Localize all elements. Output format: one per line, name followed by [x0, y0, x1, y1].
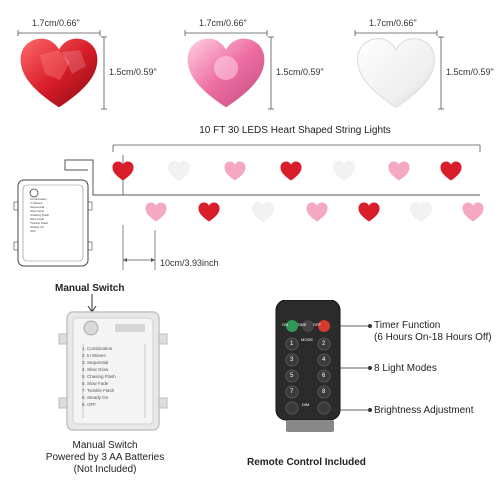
remote-off-button: OFF — [313, 322, 321, 327]
string-heart-icon — [224, 161, 246, 181]
string-heart-icon — [198, 202, 220, 222]
remote-number-3: 3 — [290, 357, 294, 363]
remote-callout-lines — [330, 324, 372, 412]
remote-caption: Remote Control Included — [247, 457, 366, 468]
heart-size-diagram — [17, 30, 444, 110]
remote-mode-label: MODE — [301, 337, 313, 342]
spacing-label: 10cm/3.93inch — [160, 258, 219, 268]
red-heart-height-label: 1.5cm/0.59" — [109, 67, 157, 77]
pink-heart-width-label: 1.7cm/0.66" — [199, 18, 247, 28]
string-heart-icon — [358, 202, 380, 222]
remote-number-1: 1 — [290, 341, 294, 347]
pink-heart-height-label: 1.5cm/0.59" — [276, 67, 324, 77]
white-heart-icon — [357, 38, 435, 108]
string-title: 10 FT 30 LEDS Heart Shaped String Lights — [199, 125, 391, 136]
light-modes-label: 8 Light Modes — [374, 363, 437, 374]
string-lights-diagram — [13, 144, 481, 270]
string-heart-icon — [112, 155, 134, 195]
string-heart-icon — [410, 202, 432, 222]
remote-number-5: 5 — [290, 373, 294, 379]
red-heart-width-label: 1.7cm/0.66" — [32, 18, 80, 28]
string-heart-icon — [333, 161, 355, 181]
remote-number-8: 8 — [322, 389, 326, 395]
string-heart-icon — [462, 202, 484, 222]
brightness-label: Brightness Adjustment — [374, 405, 474, 416]
remote-control-icon — [275, 300, 341, 432]
white-heart-width-label: 1.7cm/0.66" — [369, 18, 417, 28]
remote-number-4: 4 — [322, 357, 326, 363]
battery-box-icon — [58, 294, 168, 431]
remote-time-button: TIME — [297, 322, 307, 327]
string-heart-icon — [306, 202, 328, 222]
remote-number-7: 7 — [290, 389, 294, 395]
battery-box-outline-icon — [13, 179, 93, 267]
string-heart-icon — [168, 161, 190, 181]
string-heart-icon — [252, 202, 274, 222]
string-heart-icon — [388, 161, 410, 181]
string-heart-icon — [440, 161, 462, 181]
remote-number-6: 6 — [322, 373, 326, 379]
string-heart-icon — [145, 202, 167, 222]
red-heart-icon — [20, 38, 98, 108]
remote-on-button: ON — [282, 322, 288, 327]
white-heart-height-label: 1.5cm/0.59" — [446, 67, 494, 77]
manual-switch-title: Manual Switch — [55, 283, 125, 294]
remote-dim-label: DIM — [302, 402, 310, 407]
pink-heart-icon — [187, 38, 265, 108]
timer-function-label: Timer Function (6 Hours On-18 Hours Off) — [374, 320, 492, 343]
string-heart-icon — [280, 161, 302, 181]
remote-number-2: 2 — [322, 341, 326, 347]
string-hearts — [112, 155, 484, 222]
battery-caption: Manual Switch Powered by 3 AA Batteries … — [45, 440, 165, 475]
battery-modes-printed: 1. Combination 2. In Waves 3. Sequential… — [82, 346, 116, 407]
